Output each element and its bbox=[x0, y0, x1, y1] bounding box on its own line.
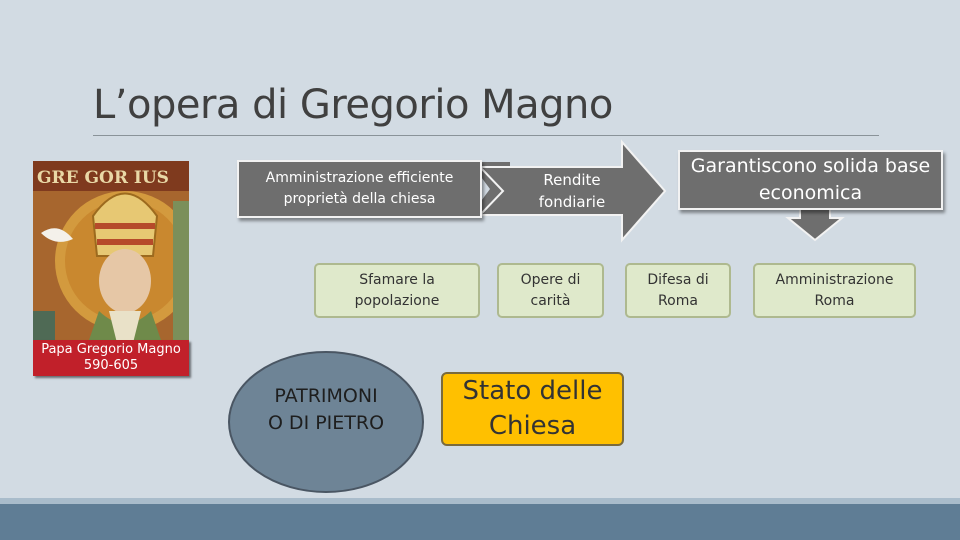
sfamare-box: Sfamare la popolazione bbox=[314, 263, 480, 318]
difesa-line-1: Difesa di bbox=[647, 270, 708, 291]
patrimonio-line-1: PATRIMONI bbox=[274, 383, 377, 410]
rendite-label: Rendite fondiarie bbox=[512, 163, 632, 219]
garantiscono-line-2: economica bbox=[759, 180, 862, 207]
amministrazione-roma-line-1: Amministrazione bbox=[776, 270, 894, 291]
amministrazione-roma-box: Amministrazione Roma bbox=[753, 263, 916, 318]
down-arrow-shape bbox=[788, 208, 842, 240]
admin-line-2: proprietà della chiesa bbox=[284, 189, 436, 210]
opere-line-2: carità bbox=[531, 291, 571, 312]
stato-line-2: Chiesa bbox=[489, 409, 576, 444]
rendite-line-1: Rendite bbox=[543, 169, 600, 191]
difesa-line-2: Roma bbox=[658, 291, 698, 312]
opere-box: Opere di carità bbox=[497, 263, 604, 318]
patrimonio-line-2: O DI PIETRO bbox=[268, 410, 384, 437]
stato-line-1: Stato delle bbox=[463, 374, 603, 409]
garantiscono-line-1: Garantiscono solida base bbox=[691, 153, 930, 180]
admin-box: Amministrazione efficiente proprietà del… bbox=[237, 160, 482, 218]
difesa-box: Difesa di Roma bbox=[625, 263, 731, 318]
patrimonio-label: PATRIMONI O DI PIETRO bbox=[240, 380, 412, 440]
amministrazione-roma-line-2: Roma bbox=[815, 291, 855, 312]
footer-band-dark bbox=[0, 504, 960, 540]
opere-line-1: Opere di bbox=[521, 270, 581, 291]
admin-line-1: Amministrazione efficiente bbox=[266, 168, 454, 189]
garantiscono-box: Garantiscono solida base economica bbox=[678, 150, 943, 210]
rendite-line-2: fondiarie bbox=[539, 191, 605, 213]
sfamare-line-2: popolazione bbox=[355, 291, 440, 312]
sfamare-line-1: Sfamare la bbox=[359, 270, 435, 291]
stato-chiesa-box: Stato delle Chiesa bbox=[441, 372, 624, 446]
